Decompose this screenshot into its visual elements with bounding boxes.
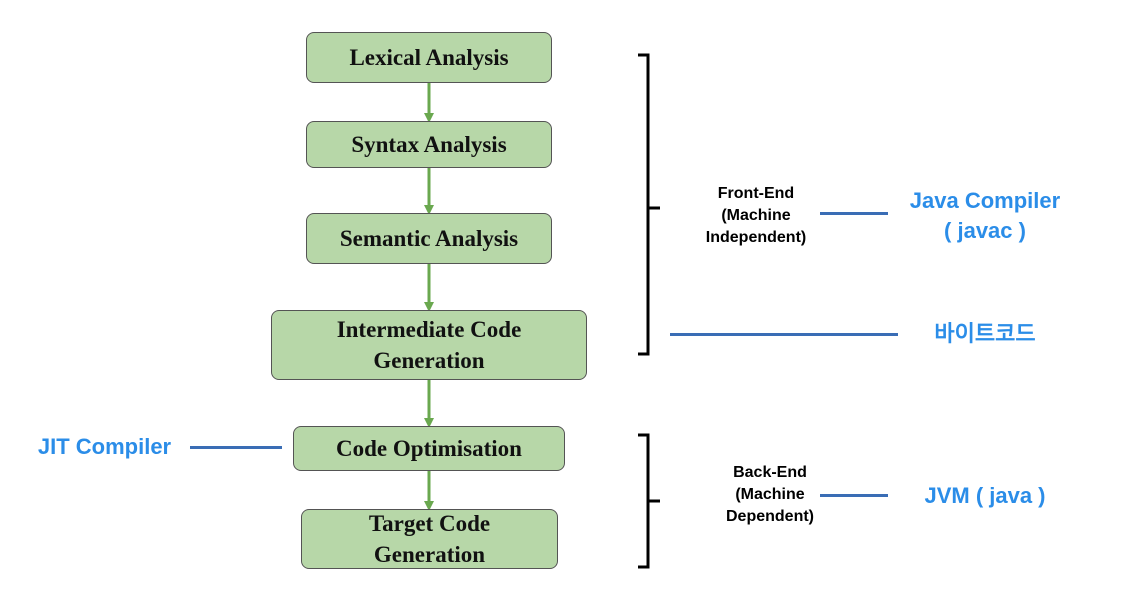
jvm-label: JVM ( java )	[924, 483, 1046, 508]
stage-intermediate-code-generation: Intermediate Code Generation	[271, 310, 587, 380]
stage-code-optimisation: Code Optimisation	[293, 426, 565, 471]
front-end-bracket	[638, 53, 660, 356]
back-end-label: Back-End (Machine Dependent)	[726, 464, 814, 525]
stage-lexical-analysis: Lexical Analysis	[306, 32, 552, 83]
stage-semantic-analysis: Semantic Analysis	[306, 213, 552, 264]
stage-target-code-generation: Target Code Generation	[301, 509, 558, 569]
jit-compiler-label: JIT Compiler	[37, 434, 172, 459]
jit-connector	[190, 446, 282, 449]
bytecode-connector	[670, 333, 898, 336]
java-compiler-label: Java Compiler ( javac )	[909, 188, 1061, 243]
back-end-connector	[820, 494, 888, 497]
front-end-label: Front-End (Machine Independent)	[705, 185, 807, 246]
front-end-connector	[820, 212, 888, 215]
back-end-bracket	[638, 433, 660, 569]
bytecode-label: 바이트코드	[934, 321, 1036, 346]
stage-syntax-analysis: Syntax Analysis	[306, 121, 552, 168]
